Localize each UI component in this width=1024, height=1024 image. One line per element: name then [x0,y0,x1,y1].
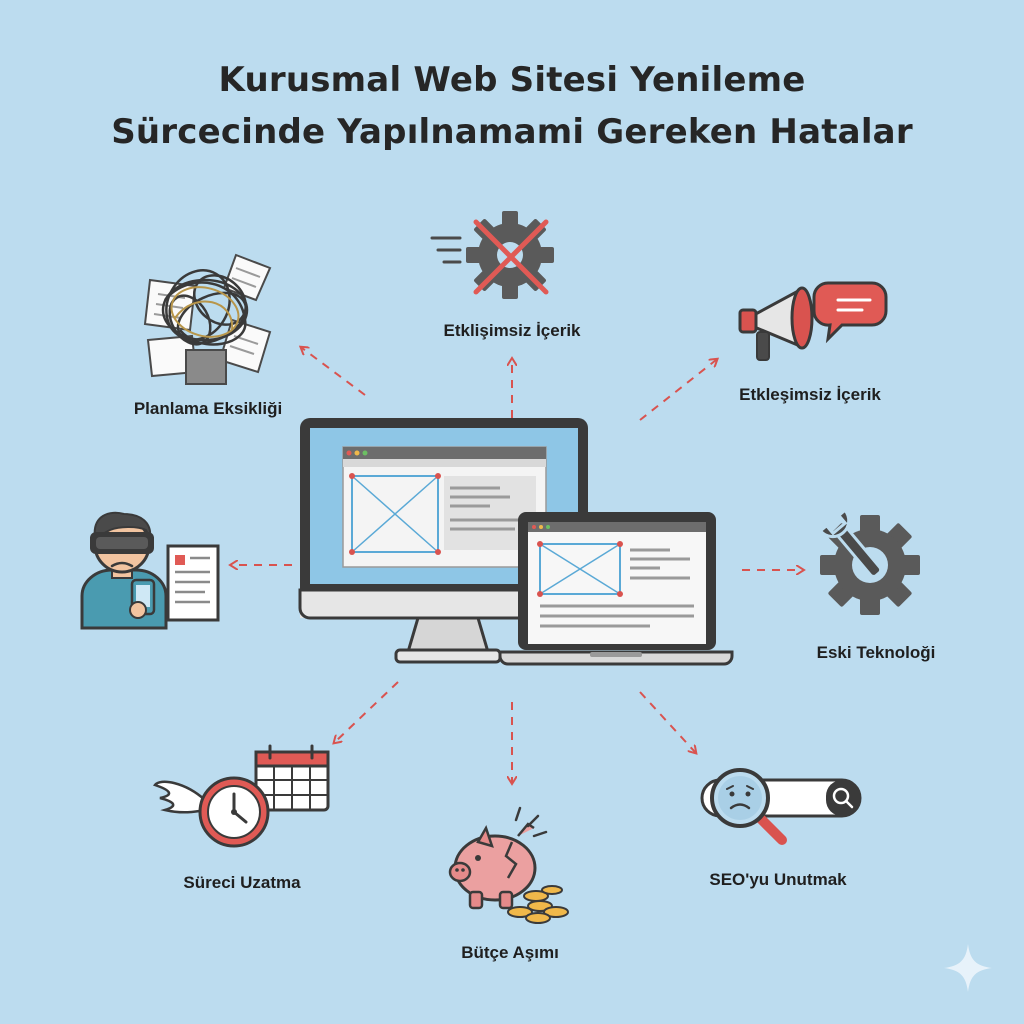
label-planning: Planlama Eksikliği [133,399,283,418]
label-seo: SEO'yu Unutmak [709,870,847,889]
tangled-wires-icon [143,253,272,385]
winged-clock-icon [152,776,270,848]
broken-gear-icon [430,211,554,299]
piggy-bank-icon [448,806,548,910]
sad-magnifier-icon [710,768,787,845]
arrow-to-seo [639,691,695,752]
arrow-to-content-right [639,360,716,421]
connector-arrows [232,348,802,782]
title-line-1: Kurusmal Web Sitesi Yenileme [218,60,806,100]
arrow-to-time [335,681,399,742]
title-line-2: Sürcecinde Yapılnamami Gereken Hatalar [111,112,913,152]
megaphone-icon [738,286,814,361]
label-budget: Bütçe Aşımı [461,943,559,962]
coins-icon [507,885,569,924]
sparkle-icon [944,944,992,992]
gear-wrench-icon [818,508,920,615]
speech-bubble-icon [812,281,888,344]
calendar-icon [254,744,330,812]
arrow-to-planning [302,348,366,396]
desktop-monitor [298,418,590,664]
label-tech: Eski Teknoloği [816,643,936,662]
laptop [498,512,734,666]
label-time: Süreci Uzatma [183,873,301,892]
label-content-top: Etklişimsiz İçerik [443,321,581,340]
confused-user-icon [80,511,168,630]
page-title: Kurusmal Web Sitesi Yenileme Sürcecinde … [0,54,1024,158]
document-icon [166,544,220,622]
label-content-right: Etkleşimsiz İçerik [739,385,881,404]
